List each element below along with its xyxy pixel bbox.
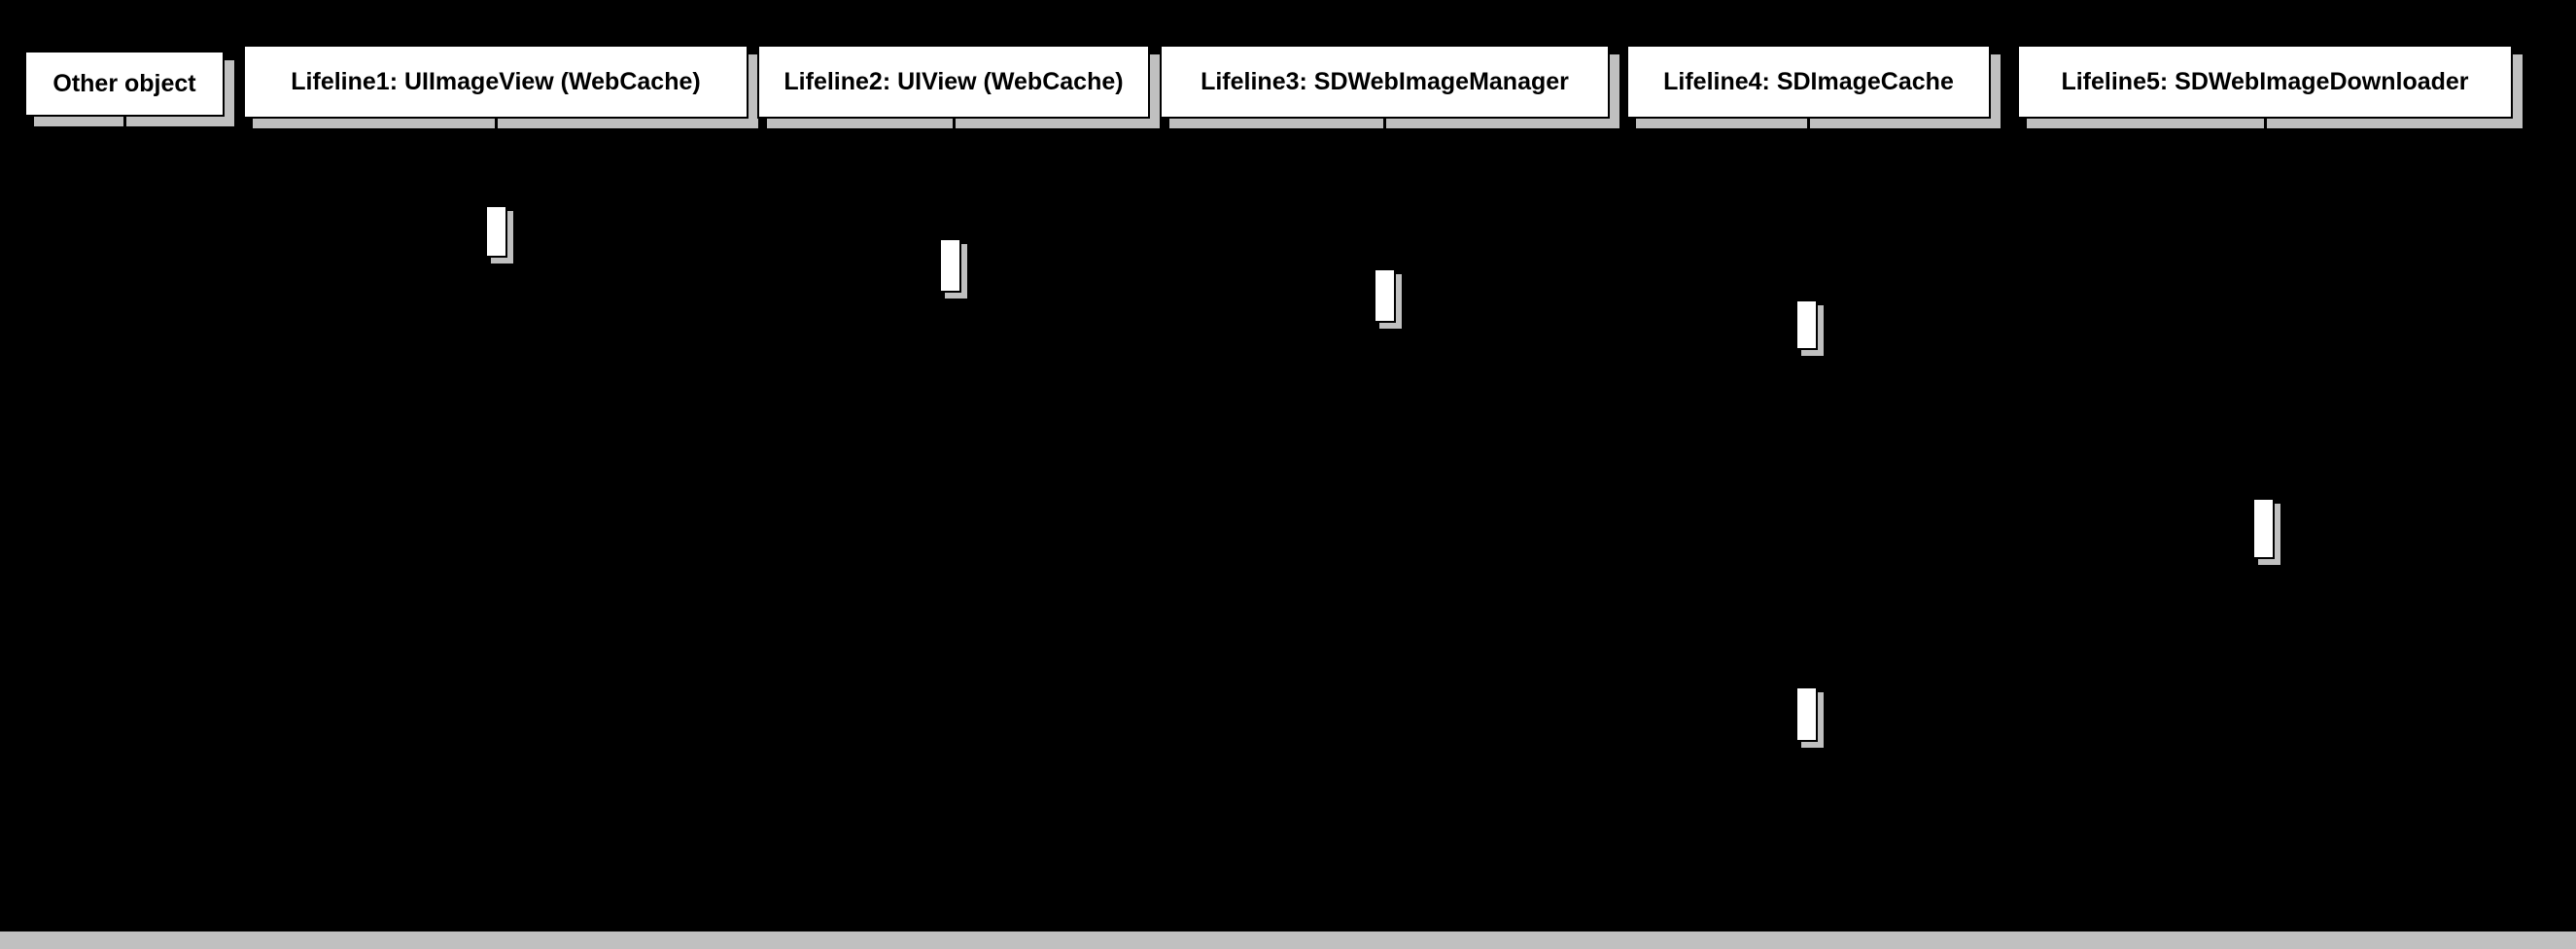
lifeline-header-3: Lifeline3: SDWebImageManager (1160, 45, 1610, 119)
lifeline-header-label: Lifeline3: SDWebImageManager (1201, 67, 1569, 95)
lifeline-header-label: Other object (52, 69, 196, 97)
activation-bar (1794, 299, 1818, 350)
lifeline-dash (1807, 119, 1810, 128)
lifeline-dash (952, 119, 956, 128)
lifeline-header-label: Lifeline1: UIImageView (WebCache) (291, 67, 701, 95)
horizontal-scrollbar[interactable] (0, 931, 2576, 949)
lifeline-header-2: Lifeline2: UIView (WebCache) (757, 45, 1150, 119)
activation-bar (484, 205, 507, 258)
lifeline-dash (122, 117, 126, 126)
activation-bar (938, 238, 961, 293)
lifeline-header-0: Other object (24, 51, 225, 117)
lifeline-header-label: Lifeline4: SDImageCache (1663, 67, 1954, 95)
activation-bar (2251, 498, 2275, 559)
lifeline-dash (1383, 119, 1386, 128)
lifeline-dash (494, 119, 498, 128)
activation-bar (1373, 268, 1396, 323)
lifeline-header-5: Lifeline5: SDWebImageDownloader (2017, 45, 2513, 119)
activation-bar (1794, 686, 1818, 742)
lifeline-header-4: Lifeline4: SDImageCache (1626, 45, 1991, 119)
lifeline-header-1: Lifeline1: UIImageView (WebCache) (243, 45, 748, 119)
lifeline-dash (2263, 119, 2267, 128)
lifeline-header-label: Lifeline2: UIView (WebCache) (783, 67, 1124, 95)
lifeline-header-label: Lifeline5: SDWebImageDownloader (2061, 67, 2469, 95)
